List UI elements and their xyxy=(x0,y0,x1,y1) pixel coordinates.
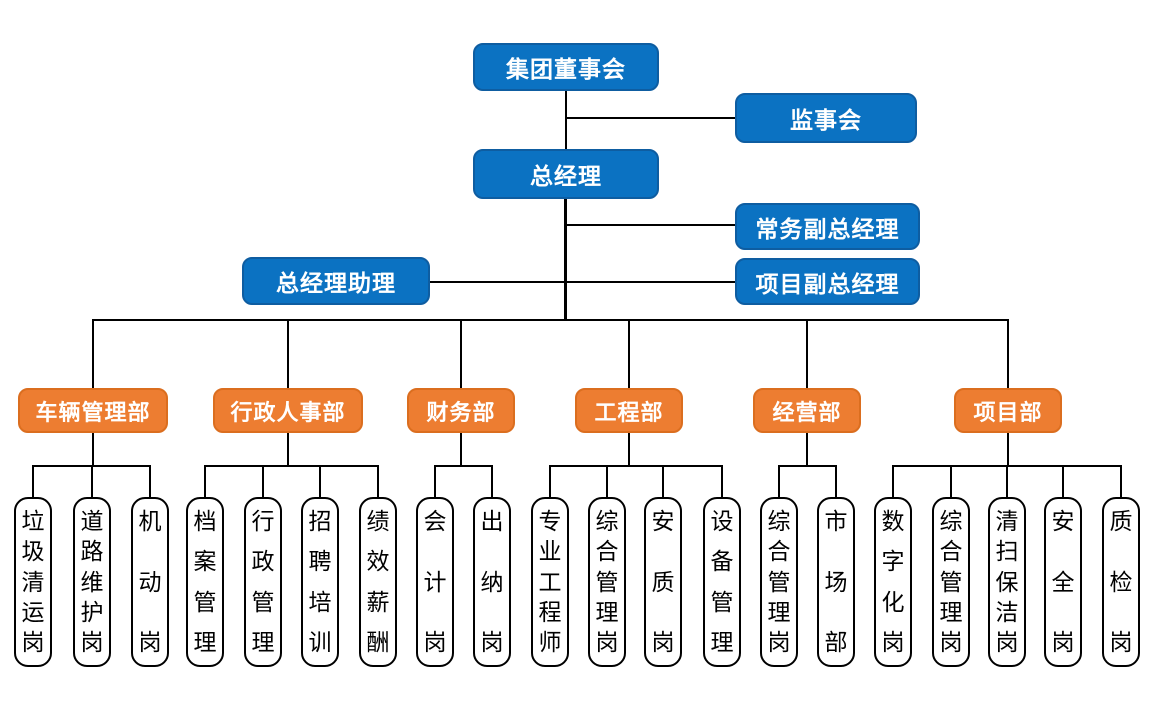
dept-finance: 财务部 xyxy=(407,388,515,433)
dept-vehicle-management: 车辆管理部 xyxy=(18,388,168,433)
position-box: 道路维护岗 xyxy=(73,497,111,667)
node-supervisory-board: 监事会 xyxy=(735,93,917,143)
node-gm-assistant: 总经理助理 xyxy=(242,257,430,305)
connector-line xyxy=(287,319,289,388)
connector-line xyxy=(92,319,94,388)
connector-line xyxy=(566,224,735,226)
connector-line xyxy=(32,465,34,497)
position-box: 垃圾清运岗 xyxy=(14,497,52,667)
position-box: 综合管理岗 xyxy=(932,497,970,667)
connector-line xyxy=(92,433,94,466)
connector-line xyxy=(287,433,289,466)
connector-line xyxy=(1007,319,1009,388)
connector-line xyxy=(430,281,566,283)
position-box: 综合管理岗 xyxy=(588,497,626,667)
position-box: 招聘培训 xyxy=(301,497,339,667)
position-box: 安全岗 xyxy=(1044,497,1082,667)
connector-line xyxy=(628,319,630,388)
connector-line xyxy=(377,465,379,497)
connector-line xyxy=(778,465,780,497)
connector-line xyxy=(1120,465,1122,497)
connector-line xyxy=(262,465,264,497)
connector-line xyxy=(1006,465,1008,497)
connector-line xyxy=(1062,465,1064,497)
connector-line xyxy=(460,319,462,388)
connector-line xyxy=(628,433,630,466)
position-box: 档案管理 xyxy=(186,497,224,667)
node-executive-deputy-gm: 常务副总经理 xyxy=(735,203,920,250)
connector-line xyxy=(549,465,551,497)
position-box: 绩效薪酬 xyxy=(359,497,397,667)
connector-line xyxy=(434,465,493,467)
dept-operations: 经营部 xyxy=(753,388,861,433)
dept-engineering: 工程部 xyxy=(575,388,683,433)
position-box: 会计岗 xyxy=(416,497,454,667)
position-box: 质检岗 xyxy=(1102,497,1140,667)
connector-line xyxy=(319,465,321,497)
connector-line xyxy=(806,433,808,466)
dept-admin-hr: 行政人事部 xyxy=(213,388,363,433)
connector-line xyxy=(606,465,608,497)
connector-line xyxy=(92,319,1009,321)
position-box: 数字化岗 xyxy=(874,497,912,667)
position-box: 专业工程师 xyxy=(531,497,569,667)
connector-line xyxy=(778,465,837,467)
connector-line xyxy=(662,465,664,497)
connector-line xyxy=(491,465,493,497)
connector-line xyxy=(204,465,379,467)
connector-line xyxy=(566,117,735,119)
position-box: 设备管理 xyxy=(703,497,741,667)
connector-line xyxy=(1007,433,1009,466)
connector-line xyxy=(892,465,894,497)
position-box: 出纳岗 xyxy=(473,497,511,667)
position-box: 清扫保洁岗 xyxy=(988,497,1026,667)
position-box: 安质岗 xyxy=(644,497,682,667)
position-box: 机动岗 xyxy=(131,497,169,667)
connector-line xyxy=(434,465,436,497)
connector-line xyxy=(460,433,462,466)
position-box: 行政管理 xyxy=(244,497,282,667)
connector-line xyxy=(91,465,93,497)
connector-line xyxy=(204,465,206,497)
node-board-of-directors: 集团董事会 xyxy=(473,43,659,91)
connector-line xyxy=(565,91,567,149)
position-box: 综合管理岗 xyxy=(760,497,798,667)
connector-line xyxy=(806,319,808,388)
dept-project: 项目部 xyxy=(954,388,1062,433)
connector-line xyxy=(566,281,735,283)
connector-line xyxy=(835,465,837,497)
connector-line xyxy=(564,199,567,320)
connector-line xyxy=(950,465,952,497)
connector-line xyxy=(149,465,151,497)
node-general-manager: 总经理 xyxy=(473,149,659,199)
connector-line xyxy=(549,465,723,467)
connector-line xyxy=(721,465,723,497)
position-box: 市场部 xyxy=(817,497,855,667)
node-project-deputy-gm: 项目副总经理 xyxy=(735,258,920,305)
